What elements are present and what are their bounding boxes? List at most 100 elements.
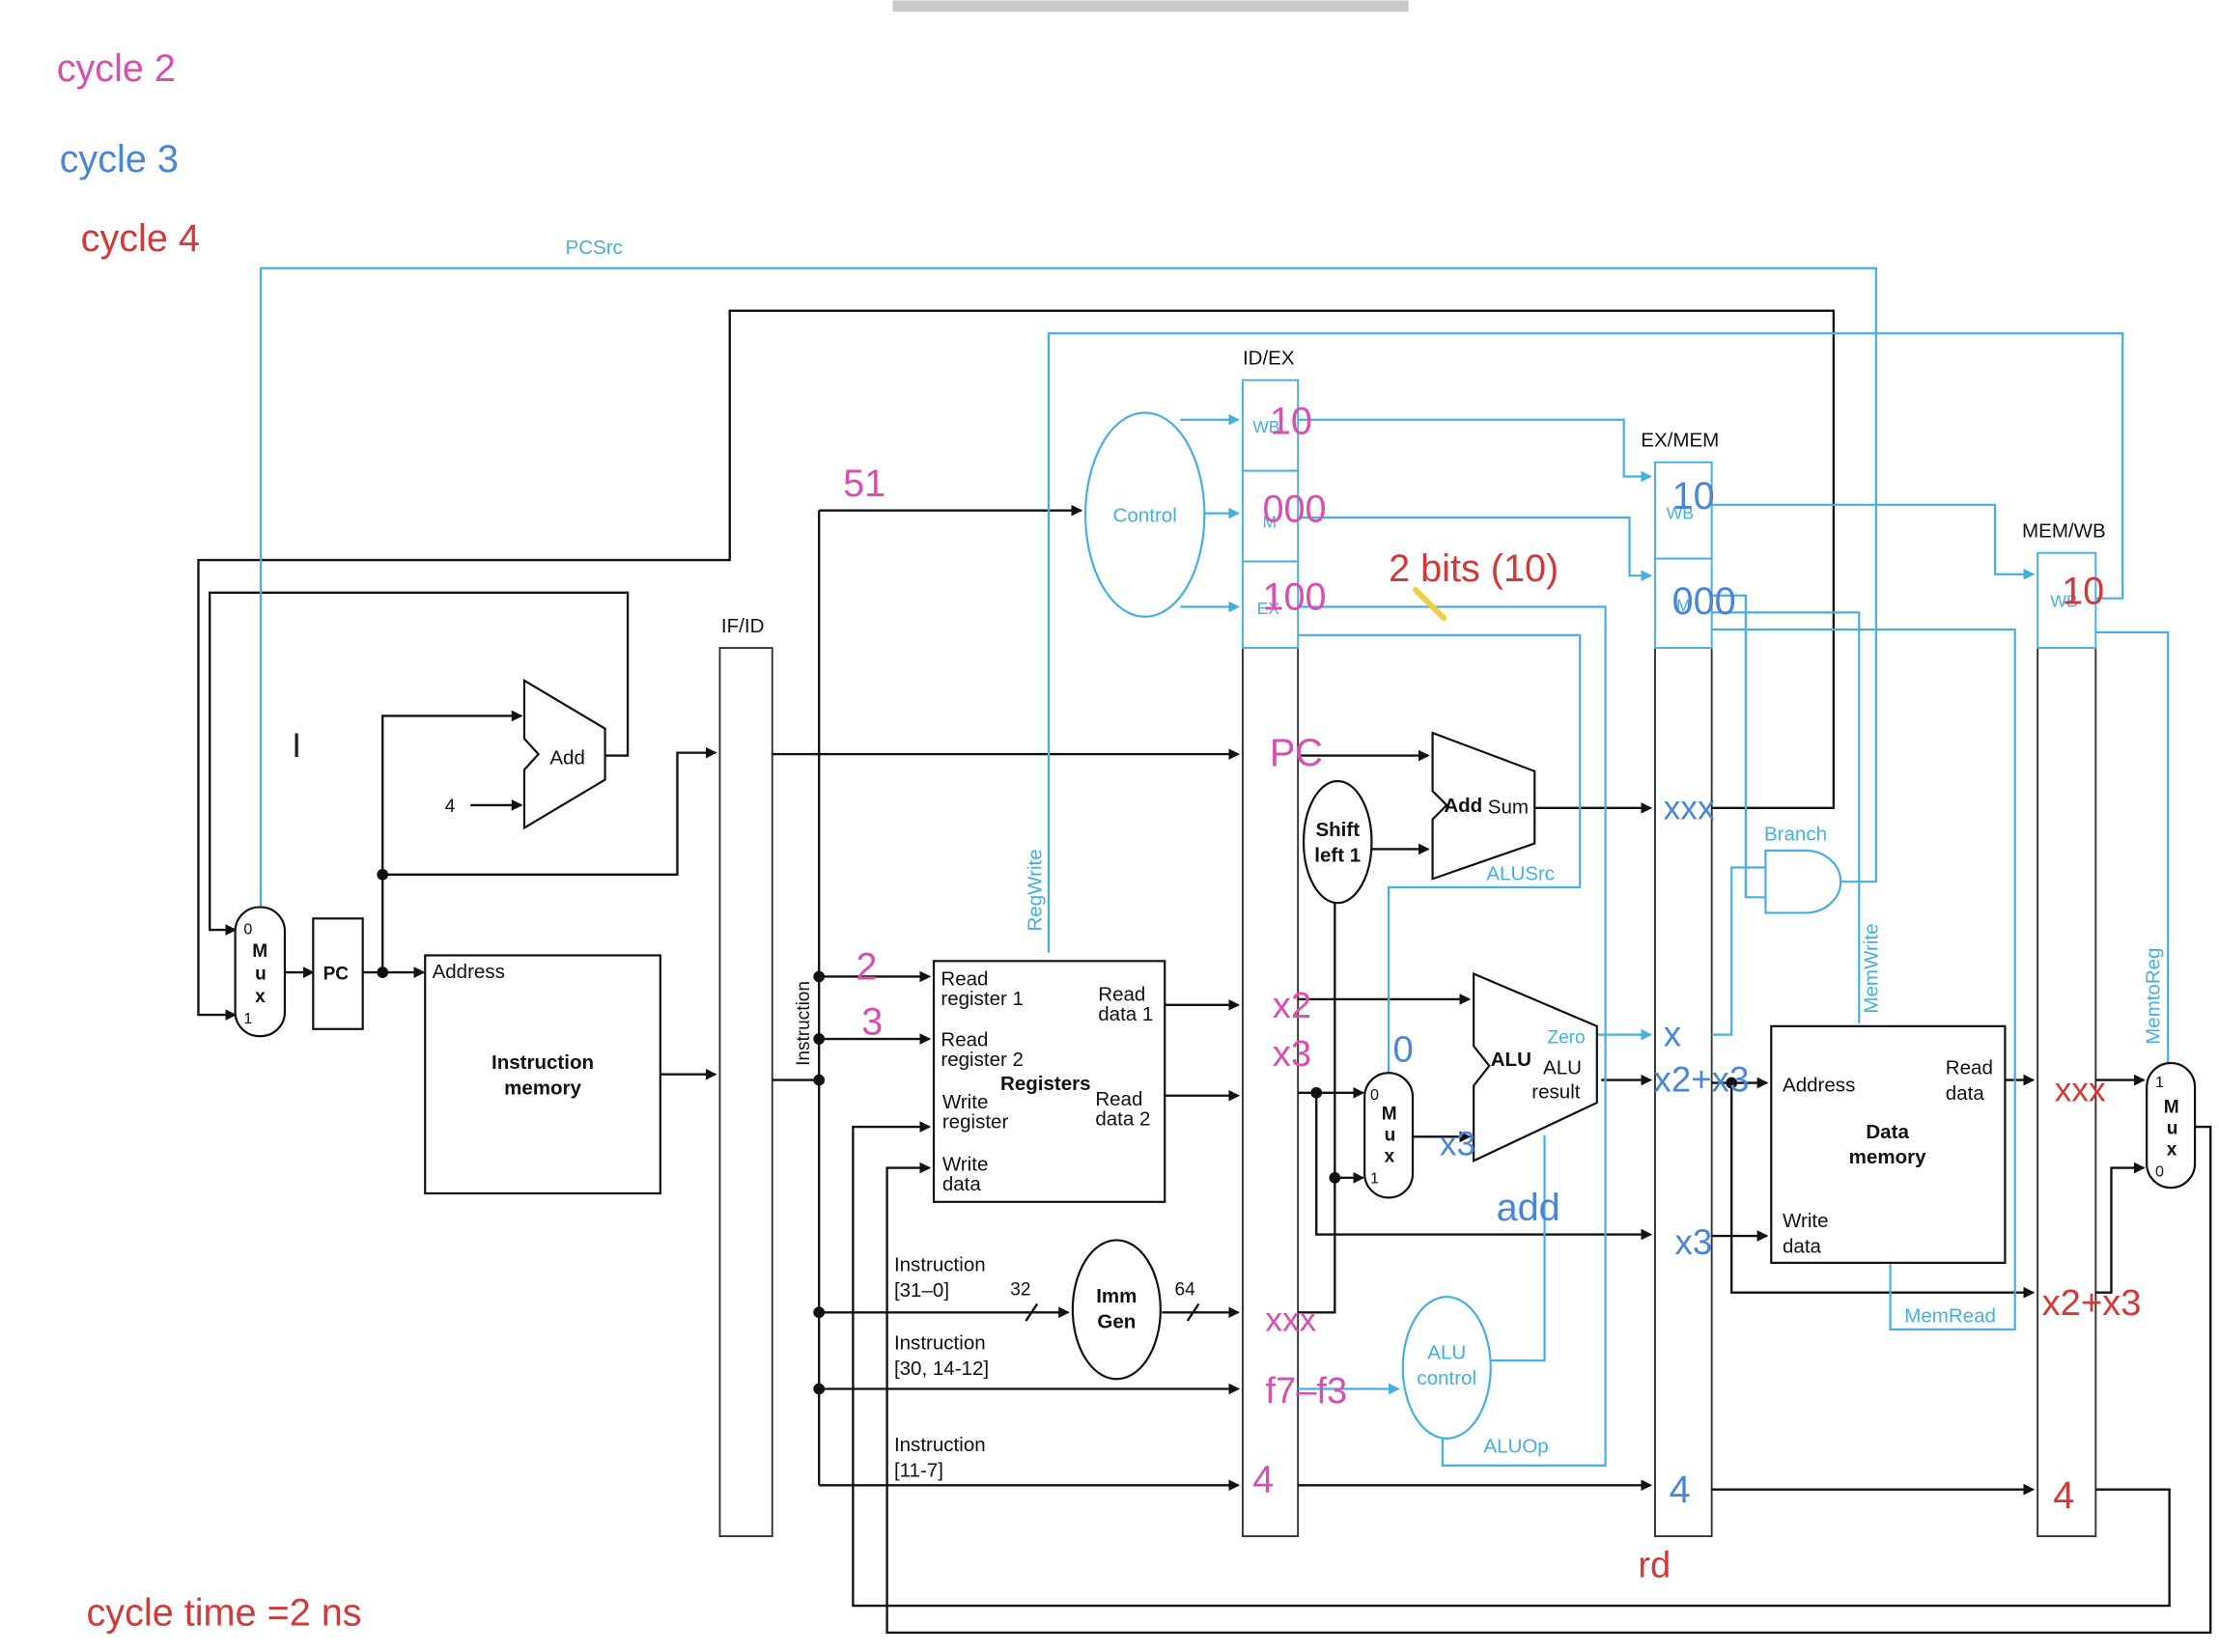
read-register-1-label: register 1 xyxy=(941,988,1024,1010)
instruction-memory-label: memory xyxy=(504,1077,581,1099)
mux-label: M xyxy=(2164,1097,2179,1117)
cycle-legend: cycle 2 cycle 3 cycle 4 cycle time =2 ns xyxy=(57,47,362,1635)
wb-label: WB xyxy=(1252,417,1279,436)
pipeline-register-labels: IF/ID ID/EX EX/MEM MEM/WB xyxy=(721,348,2106,637)
sum-annotation: xxx xyxy=(1664,790,1715,827)
instruction-bus-label: Instruction xyxy=(794,981,814,1066)
alu-result-label: ALU xyxy=(1543,1057,1582,1079)
instruction-field-label: [30, 14-12] xyxy=(894,1358,989,1380)
mux-label: u xyxy=(1385,1126,1396,1146)
zero-label: Zero xyxy=(1547,1027,1585,1048)
cycle-3-label: cycle 3 xyxy=(60,138,179,181)
mux-output-annotation: x3 xyxy=(1440,1125,1475,1162)
address-label: Address xyxy=(433,961,505,983)
alu: ALU Zero ALU result xyxy=(1473,971,1598,1162)
read-data-1-label: data 1 xyxy=(1098,1003,1153,1025)
instruction-field-label: Instruction xyxy=(894,1331,986,1354)
instruction-field-label: Instruction xyxy=(894,1434,986,1456)
mux-label: u xyxy=(2167,1118,2178,1138)
write-register-label: register xyxy=(942,1110,1009,1133)
write-data-label: Write xyxy=(1783,1210,1829,1232)
rs2-annotation: 3 xyxy=(861,1001,883,1044)
aluop-label: ALUOp xyxy=(1483,1436,1548,1458)
alu-src-mux: 0 1 M u x xyxy=(1363,1072,1415,1199)
ex-mem-wb-box xyxy=(1654,461,1713,560)
cycle-4-annotations: 2 bits (10) 10 xxx x2+x3 4 rd xyxy=(1389,547,2141,1586)
alu-result-label: result xyxy=(1531,1081,1581,1104)
control-register-boxes xyxy=(1241,378,2097,649)
mux-label: u xyxy=(255,964,267,984)
alusrc-note-annotation: 2 bits (10) xyxy=(1389,547,1559,590)
instruction-field-label: [11-7] xyxy=(894,1459,943,1481)
svg-text:1: 1 xyxy=(243,1010,252,1027)
m-label: M xyxy=(1676,596,1691,615)
mem-wb-wb-box xyxy=(2036,551,2097,649)
pc-adder: Add 4 xyxy=(445,678,606,830)
wire-junctions xyxy=(377,868,1738,1395)
funct-annotation: f7–f3 xyxy=(1265,1370,1347,1412)
operation-annotation: add xyxy=(1497,1187,1560,1229)
read-data-label: Read xyxy=(1946,1057,1993,1079)
imm-annotation: xxx xyxy=(1265,1301,1316,1338)
svg-text:0: 0 xyxy=(243,920,252,938)
write-register-label: Write xyxy=(942,1091,989,1113)
if-id-label: IF/ID xyxy=(721,615,764,637)
instruction-memory: Address Instruction memory xyxy=(424,954,661,1195)
read-register-2-label: Read xyxy=(941,1028,988,1050)
branch-adder: Add Sum xyxy=(1431,731,1536,881)
x3-annotation: x3 xyxy=(1675,1222,1713,1262)
alu-control: ALU control xyxy=(1401,1296,1492,1440)
read-data-1-label: Read xyxy=(1098,983,1145,1005)
read-data-label: data xyxy=(1946,1082,1985,1105)
mux-select-annotation: 0 xyxy=(1392,1029,1413,1071)
m-label: M xyxy=(1262,512,1277,531)
window-scroll-indicator[interactable] xyxy=(892,0,1409,13)
ex-mem-label: EX/MEM xyxy=(1641,430,1719,452)
pc-annotation: PC xyxy=(1270,732,1323,774)
control-wires xyxy=(259,266,2170,1467)
pc-mux: 0 1 M u x xyxy=(234,906,287,1038)
zero-annotation: x xyxy=(1664,1014,1681,1053)
shift-left-unit: Shift left 1 xyxy=(1302,779,1373,905)
branch-label: Branch xyxy=(1764,824,1827,846)
add-label: Add xyxy=(549,746,585,769)
pcsrc-label: PCSrc xyxy=(566,237,623,259)
shift-left-label: Shift xyxy=(1315,819,1360,841)
data-memory: Address Read data Data memory Write data xyxy=(1770,1024,2007,1265)
rd-label-annotation: rd xyxy=(1638,1545,1671,1586)
if-id-register xyxy=(718,647,773,1538)
alu-label: ALU xyxy=(1491,1049,1531,1071)
imm-gen: Imm Gen 32 64 xyxy=(1010,1239,1196,1381)
rd-annotation: 4 xyxy=(1252,1459,1274,1501)
constant-four: 4 xyxy=(445,797,456,817)
alusrc-label: ALUSrc xyxy=(1486,863,1555,885)
sum-label: Sum xyxy=(1488,797,1529,819)
bus-width-label: 64 xyxy=(1175,1280,1196,1301)
register-file: Read register 1 Read register 2 Write re… xyxy=(932,960,1166,1203)
mem-to-reg-mux: 1 0 M u x xyxy=(2146,1061,2197,1190)
svg-text:0: 0 xyxy=(2155,1162,2164,1180)
add-label: Add xyxy=(1444,795,1482,817)
registers-label: Registers xyxy=(1000,1073,1091,1095)
address-label: Address xyxy=(1783,1074,1855,1096)
wb-annotation: 10 xyxy=(1270,400,1312,442)
svg-text:1: 1 xyxy=(1370,1170,1379,1188)
read-data-2-label: Read xyxy=(1095,1088,1142,1110)
text-cursor-icon: I xyxy=(292,727,301,765)
wb-annotation: 10 xyxy=(2062,571,2104,613)
wb-label: WB xyxy=(1667,504,1694,523)
read-register-1-label: Read xyxy=(941,967,988,990)
mux-label: M xyxy=(252,941,267,962)
result-annotation: x2+x3 xyxy=(1653,1059,1749,1099)
mem-wb-label: MEM/WB xyxy=(2022,520,2106,543)
mux-label: x xyxy=(2167,1139,2177,1160)
bus-width-label: 32 xyxy=(1010,1280,1030,1301)
alu-control-label: control xyxy=(1417,1367,1476,1389)
mux-label: x xyxy=(1385,1147,1395,1167)
ex-annotation: 100 xyxy=(1262,575,1326,618)
regwrite-label: RegWrite xyxy=(1025,849,1047,931)
id-ex-m-box xyxy=(1241,469,1300,563)
mux-label: x xyxy=(255,987,266,1007)
instruction-memory-label: Instruction xyxy=(492,1051,594,1074)
